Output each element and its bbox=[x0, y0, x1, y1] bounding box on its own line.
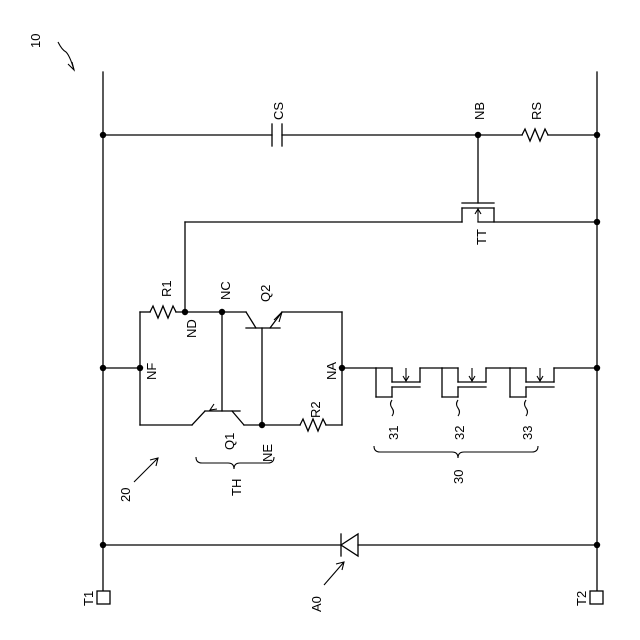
q1-arrowhead bbox=[210, 404, 217, 410]
junction-dot-ne bbox=[259, 422, 265, 428]
snubber-resistor-rs bbox=[522, 129, 548, 141]
diode-label: A0 bbox=[309, 596, 324, 612]
mosfet-33 bbox=[510, 368, 597, 397]
diode-ref-leader bbox=[324, 562, 344, 585]
node-nd-label: ND bbox=[184, 319, 199, 338]
r1-label: R1 bbox=[159, 280, 174, 297]
figure-ref-arrowhead bbox=[68, 62, 74, 70]
tt-label: TT bbox=[474, 229, 489, 245]
junction-dot-nf bbox=[137, 365, 143, 371]
node-ne-label: NE bbox=[260, 444, 275, 462]
junction-dot-right-mid bbox=[594, 365, 600, 371]
q1-emitter bbox=[192, 411, 205, 425]
node-nb-label: NB bbox=[472, 102, 487, 120]
terminal-t2 bbox=[590, 591, 603, 604]
junction-dot-right-tt bbox=[594, 219, 600, 225]
mosfet-32-label: 32 bbox=[452, 426, 467, 440]
junction-dot-right-rs bbox=[594, 132, 600, 138]
mosfet-chain-brace bbox=[374, 446, 538, 458]
mosfet-33-label: 33 bbox=[520, 426, 535, 440]
q2-label: Q2 bbox=[258, 285, 273, 302]
diode-a0 bbox=[341, 534, 358, 556]
q1-label: Q1 bbox=[222, 433, 237, 450]
mosfet-33-leader bbox=[525, 400, 528, 416]
junction-dot-nb bbox=[475, 132, 481, 138]
mosfet-31-label: 31 bbox=[386, 426, 401, 440]
node-nc-label: NC bbox=[218, 281, 233, 300]
junction-dot-left-diode bbox=[100, 542, 106, 548]
mosfet-31 bbox=[376, 368, 442, 397]
junction-dot-nd bbox=[182, 309, 188, 315]
terminal-t1 bbox=[97, 591, 110, 604]
thyristor-ref-leader bbox=[134, 458, 158, 482]
junction-dot-left-mid bbox=[100, 365, 106, 371]
q2-collector bbox=[246, 312, 256, 328]
junction-dot-na bbox=[339, 365, 345, 371]
r2-label: R2 bbox=[308, 401, 323, 418]
mosfet-32-leader bbox=[457, 400, 460, 416]
thyristor-ref-label: 20 bbox=[118, 488, 133, 502]
capacitor-label: CS bbox=[271, 102, 286, 120]
mosfet-32 bbox=[442, 368, 510, 397]
figure-ref-label: 10 bbox=[28, 34, 43, 48]
mosfet-31-leader bbox=[391, 400, 394, 416]
junction-dot-nc bbox=[219, 309, 225, 315]
node-nf-label: NF bbox=[144, 363, 159, 380]
node-na-label: NA bbox=[324, 362, 339, 380]
thyristor-label: TH bbox=[229, 479, 244, 496]
q1-collector bbox=[232, 411, 244, 425]
terminal-t2-label: T2 bbox=[574, 591, 589, 606]
junction-dot-right-diode bbox=[594, 542, 600, 548]
rs-label: RS bbox=[529, 102, 544, 120]
terminal-t1-label: T1 bbox=[81, 591, 96, 606]
mosfet-chain-label: 30 bbox=[451, 470, 466, 484]
figure-ref-leader bbox=[58, 42, 74, 70]
junction-dot-left-cap bbox=[100, 132, 106, 138]
resistor-r1 bbox=[150, 306, 176, 318]
resistor-r2 bbox=[300, 419, 326, 431]
